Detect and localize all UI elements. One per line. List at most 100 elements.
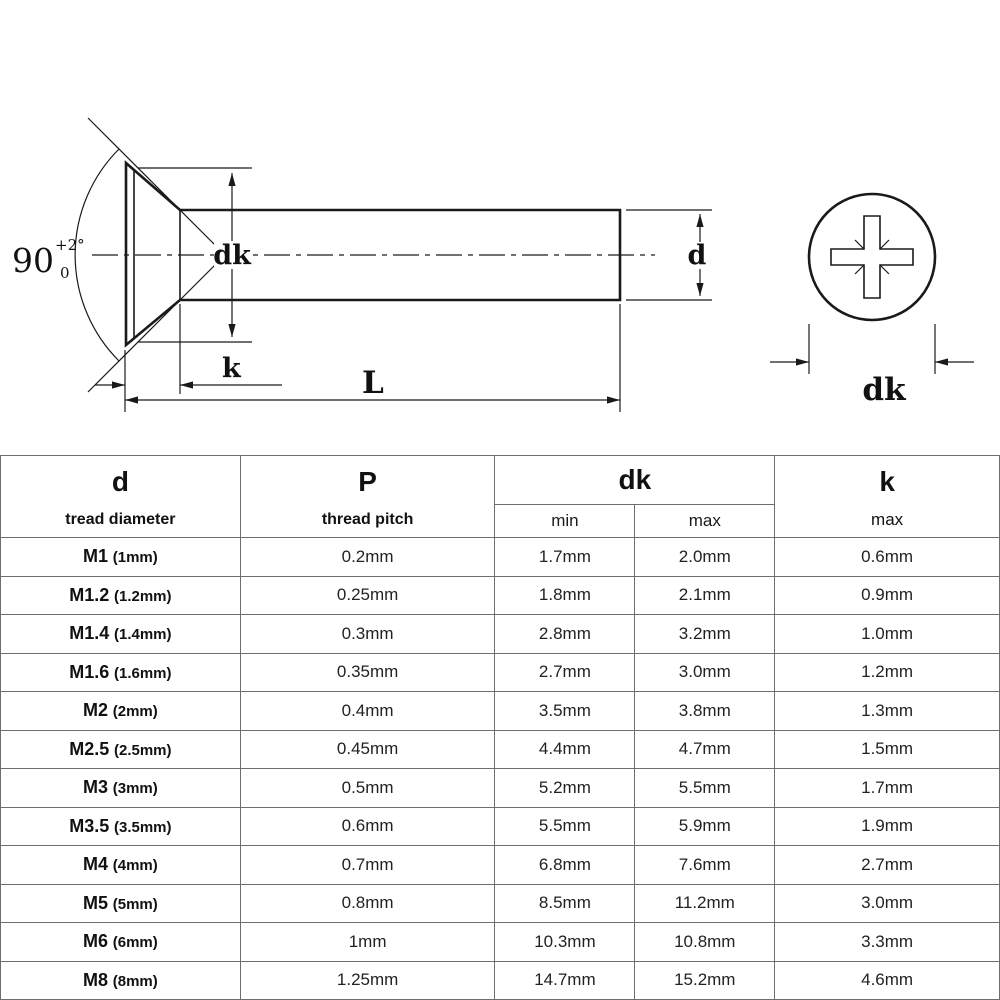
cell-dk-max: 5.9mm: [634, 806, 776, 846]
cell-dk-max: 2.0mm: [634, 537, 776, 577]
cell-dk-min: 4.4mm: [494, 729, 636, 769]
table-row: M4 (4mm) 0.7mm 6.8mm 7.6mm 2.7mm: [0, 845, 1000, 885]
angle-value-label: 90: [12, 241, 54, 280]
table-row: M2.5 (2.5mm) 0.45mm 4.4mm 4.7mm 1.5mm: [0, 729, 1000, 769]
header-dk-letter: dk: [618, 464, 652, 495]
cell-dk-max: 2.1mm: [634, 575, 776, 615]
cell-dk-max: 5.5mm: [634, 768, 776, 808]
cell-dk-max: 4.7mm: [634, 729, 776, 769]
cell-dk-min: 6.8mm: [494, 845, 636, 885]
cell-thread-pitch: 0.5mm: [239, 768, 496, 808]
table-row: M1.2 (1.2mm) 0.25mm 1.8mm 2.1mm 0.9mm: [0, 575, 1000, 615]
cell-dk-max: 10.8mm: [634, 922, 776, 962]
table-row: M3.5 (3.5mm) 0.6mm 5.5mm 5.9mm 1.9mm: [0, 806, 1000, 846]
cell-k-max: 1.5mm: [774, 729, 1000, 769]
cell-thread-diameter: M4 (4mm): [0, 845, 241, 885]
cell-dk-max: 3.0mm: [634, 652, 776, 692]
cell-k-max: 3.0mm: [774, 883, 1000, 923]
header-dk: dk: [494, 455, 776, 505]
header-k-letter: k: [879, 465, 895, 497]
table-row: M1 (1mm) 0.2mm 1.7mm 2.0mm 0.6mm: [0, 537, 1000, 577]
spec-table-body: M1 (1mm) 0.2mm 1.7mm 2.0mm 0.6mm M1.2 (1…: [0, 537, 1000, 1000]
cell-dk-max: 3.8mm: [634, 691, 776, 731]
header-k-sub: max: [871, 509, 904, 529]
cell-dk-min: 14.7mm: [494, 960, 636, 1000]
spec-table: d tread diameter P thread pitch dk k max…: [0, 455, 1000, 1000]
angle-tolerance-plus-label: +2°: [55, 236, 85, 254]
length-dimension: L: [125, 304, 621, 412]
table-row: M5 (5mm) 0.8mm 8.5mm 11.2mm 3.0mm: [0, 883, 1000, 923]
cell-dk-min: 5.5mm: [494, 806, 636, 846]
table-row: M8 (8mm) 1.25mm 14.7mm 15.2mm 4.6mm: [0, 960, 1000, 1000]
cell-dk-min: 2.7mm: [494, 652, 636, 692]
cell-thread-diameter: M3.5 (3.5mm): [0, 806, 241, 846]
angle-tolerance-minus-label: 0: [60, 264, 70, 282]
cell-k-max: 1.9mm: [774, 806, 1000, 846]
cell-thread-pitch: 0.7mm: [239, 845, 496, 885]
d-shaft-label: d: [688, 240, 707, 271]
table-row: M2 (2mm) 0.4mm 3.5mm 3.8mm 1.3mm: [0, 691, 1000, 731]
cell-thread-diameter: M2 (2mm): [0, 691, 241, 731]
header-k: k max: [774, 455, 1000, 538]
cell-k-max: 1.3mm: [774, 691, 1000, 731]
cell-dk-max: 15.2mm: [634, 960, 776, 1000]
cell-k-max: 0.6mm: [774, 537, 1000, 577]
cell-dk-min: 1.8mm: [494, 575, 636, 615]
cell-dk-min: 1.7mm: [494, 537, 636, 577]
header-d-sub: tread diameter: [65, 510, 176, 528]
cell-thread-pitch: 0.4mm: [239, 691, 496, 731]
head-outline-circle: [807, 192, 937, 322]
cell-dk-min: 5.2mm: [494, 768, 636, 808]
cell-thread-diameter: M1.2 (1.2mm): [0, 575, 241, 615]
cell-thread-pitch: 0.45mm: [239, 729, 496, 769]
cell-dk-min: 3.5mm: [494, 691, 636, 731]
cell-thread-diameter: M1.6 (1.6mm): [0, 652, 241, 692]
countersink-angle-annotation: 90 +2° 0: [12, 117, 226, 393]
cell-dk-max: 3.2mm: [634, 614, 776, 654]
screw-diagram-svg: 90 +2° 0 dk: [12, 117, 974, 412]
k-head-height-dimension: k: [95, 304, 282, 412]
length-label: L: [362, 365, 384, 401]
screw-side-view: [124, 160, 622, 348]
cell-thread-diameter: M8 (8mm): [0, 960, 241, 1000]
cell-thread-diameter: M1.4 (1.4mm): [0, 614, 241, 654]
table-row: M1.4 (1.4mm) 0.3mm 2.8mm 3.2mm 1.0mm: [0, 614, 1000, 654]
cell-k-max: 2.7mm: [774, 845, 1000, 885]
cell-thread-pitch: 0.2mm: [239, 537, 496, 577]
header-thread-pitch: P thread pitch: [239, 455, 496, 538]
cell-dk-max: 7.6mm: [634, 845, 776, 885]
phillips-cross-recess: [830, 215, 914, 299]
table-row: M3 (3mm) 0.5mm 5.2mm 5.5mm 1.7mm: [0, 768, 1000, 808]
header-p-letter: P: [358, 465, 377, 497]
cell-k-max: 1.7mm: [774, 768, 1000, 808]
technical-drawing: 90 +2° 0 dk: [0, 0, 1000, 455]
cell-k-max: 4.6mm: [774, 960, 1000, 1000]
cell-thread-pitch: 0.35mm: [239, 652, 496, 692]
cell-k-max: 3.3mm: [774, 922, 1000, 962]
header-dk-max: max: [634, 504, 776, 538]
header-thread-diameter: d tread diameter: [0, 455, 241, 538]
cell-thread-diameter: M3 (3mm): [0, 768, 241, 808]
cell-dk-min: 10.3mm: [494, 922, 636, 962]
cell-thread-diameter: M1 (1mm): [0, 537, 241, 577]
header-d-letter: d: [111, 465, 129, 497]
dk-top-view-label: dk: [862, 372, 907, 408]
cell-dk-min: 2.8mm: [494, 614, 636, 654]
cell-k-max: 1.2mm: [774, 652, 1000, 692]
dk-head-dimension: dk: [138, 167, 252, 343]
screw-head-top-view: [807, 192, 937, 322]
table-row: M6 (6mm) 1mm 10.3mm 10.8mm 3.3mm: [0, 922, 1000, 962]
spec-table-header: d tread diameter P thread pitch dk k max…: [0, 455, 1000, 538]
cell-dk-min: 8.5mm: [494, 883, 636, 923]
cell-k-max: 1.0mm: [774, 614, 1000, 654]
dk-top-view-dimension: dk: [770, 324, 974, 408]
cell-thread-pitch: 0.8mm: [239, 883, 496, 923]
dk-head-label: dk: [213, 240, 252, 271]
k-height-label: k: [222, 353, 242, 384]
header-dk-min: min: [494, 504, 636, 538]
cell-thread-pitch: 0.25mm: [239, 575, 496, 615]
cell-dk-max: 11.2mm: [634, 883, 776, 923]
d-shaft-dimension: d: [626, 209, 712, 301]
cell-thread-pitch: 1.25mm: [239, 960, 496, 1000]
